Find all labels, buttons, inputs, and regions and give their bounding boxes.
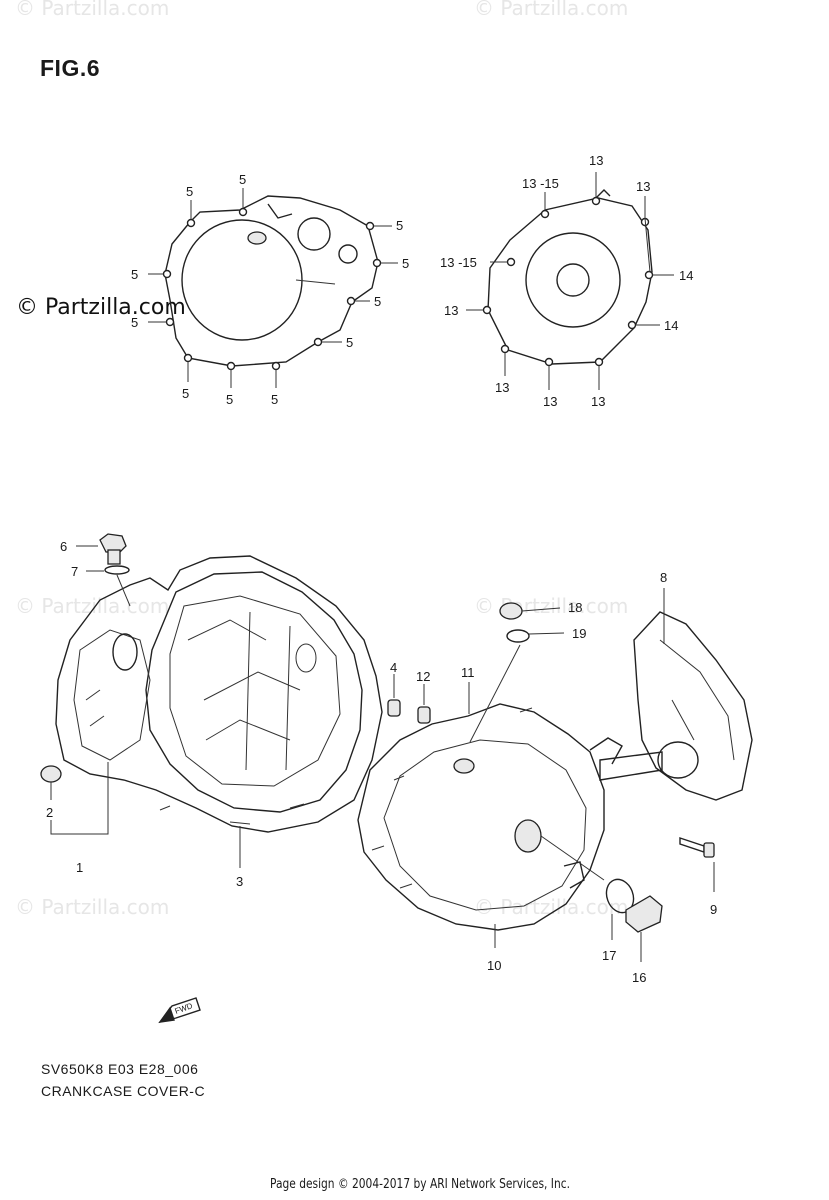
- clutch-cover-gasket: [148, 188, 398, 388]
- callout-13: 13: [589, 153, 603, 168]
- callout-4: 4: [390, 660, 397, 675]
- model-code: SV650K8 E03 E28_006: [41, 1061, 199, 1077]
- callout-7: 7: [71, 564, 78, 579]
- callout-5: 5: [131, 267, 138, 282]
- diagram-name: CRANKCASE COVER-C: [41, 1083, 206, 1099]
- copyright-notice: Page design © 2004-2017 by ARI Network S…: [270, 1177, 570, 1192]
- callout-13: 13: [591, 394, 605, 409]
- callout-6: 6: [60, 539, 67, 554]
- callout-5: 5: [374, 294, 381, 309]
- callout-19: 19: [572, 626, 586, 641]
- callout-18: 18: [568, 600, 582, 615]
- forward-arrow-icon: FWD: [158, 997, 201, 1024]
- brand-watermark: © Partzilla.com: [16, 295, 186, 320]
- plug-and-oring: [469, 602, 565, 743]
- callout-10: 10: [487, 958, 501, 973]
- bolt: [679, 837, 715, 892]
- callout-5: 5: [271, 392, 278, 407]
- generator-cover: [357, 682, 623, 948]
- callout-13-15: 13 -15: [440, 255, 477, 270]
- oil-filler-cap: [76, 533, 131, 607]
- callout-13-15: 13 -15: [522, 176, 559, 191]
- callout-16: 16: [632, 970, 646, 985]
- callout-5: 5: [226, 392, 233, 407]
- crankcase-cover: [40, 555, 383, 868]
- callout-5: 5: [186, 184, 193, 199]
- callout-2: 2: [46, 805, 53, 820]
- callout-12: 12: [416, 669, 430, 684]
- callout-5: 5: [182, 386, 189, 401]
- callout-8: 8: [660, 570, 667, 585]
- callout-13: 13: [444, 303, 458, 318]
- callout-14: 14: [664, 318, 678, 333]
- plug-cap: [605, 878, 663, 962]
- callout-13: 13: [495, 380, 509, 395]
- callout-13: 13: [636, 179, 650, 194]
- callout-5: 5: [346, 335, 353, 350]
- sprocket-cover: [599, 588, 753, 801]
- callout-11: 11: [461, 665, 475, 680]
- callout-3: 3: [236, 874, 243, 889]
- dowel-pins: [387, 674, 431, 724]
- callout-9: 9: [710, 902, 717, 917]
- generator-cover-gasket: [466, 172, 674, 390]
- callout-5: 5: [131, 315, 138, 330]
- callout-17: 17: [602, 948, 616, 963]
- callout-13: 13: [543, 394, 557, 409]
- callout-5: 5: [396, 218, 403, 233]
- figure-title: FIG.6: [40, 55, 101, 81]
- callout-labels: 5 5 5 5 5 5 5 5 5 5 5 13 13 -15 13 13 -1…: [46, 153, 717, 985]
- callout-5: 5: [239, 172, 246, 187]
- callout-14: 14: [679, 268, 693, 283]
- callout-1: 1: [76, 860, 83, 875]
- callout-5: 5: [402, 256, 409, 271]
